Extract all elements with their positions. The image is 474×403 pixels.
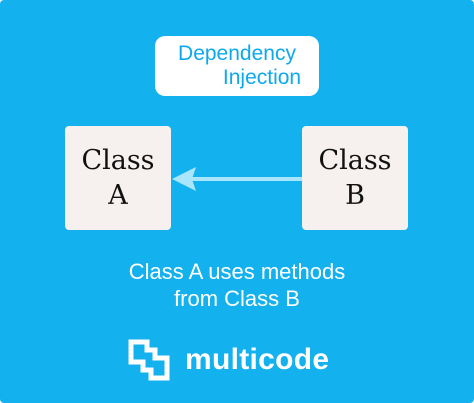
multicode-logo-icon bbox=[128, 339, 170, 381]
dependency-arrow bbox=[172, 167, 304, 191]
diagram-caption: Class A uses methods from Class B bbox=[0, 258, 474, 312]
class-b-label-line-2: B bbox=[345, 180, 365, 211]
brand-footer: multicode bbox=[127, 338, 329, 382]
class-b-label-line-1: Class bbox=[318, 145, 392, 176]
caption-line-1: Class A uses methods bbox=[128, 259, 346, 284]
class-a-label-line-1: Class bbox=[81, 145, 155, 176]
brand-name: multicode bbox=[185, 343, 330, 376]
title-line-1: Dependency bbox=[178, 42, 296, 65]
caption-line-2: from Class B bbox=[174, 286, 300, 311]
class-a-label-line-2: A bbox=[108, 180, 128, 211]
class-b-node: Class B bbox=[302, 126, 408, 230]
title-line-2: Injection bbox=[222, 66, 302, 89]
class-a-node: Class A bbox=[65, 126, 171, 230]
diagram-title: Dependency Injection bbox=[155, 36, 319, 96]
arrow-head bbox=[172, 167, 196, 191]
